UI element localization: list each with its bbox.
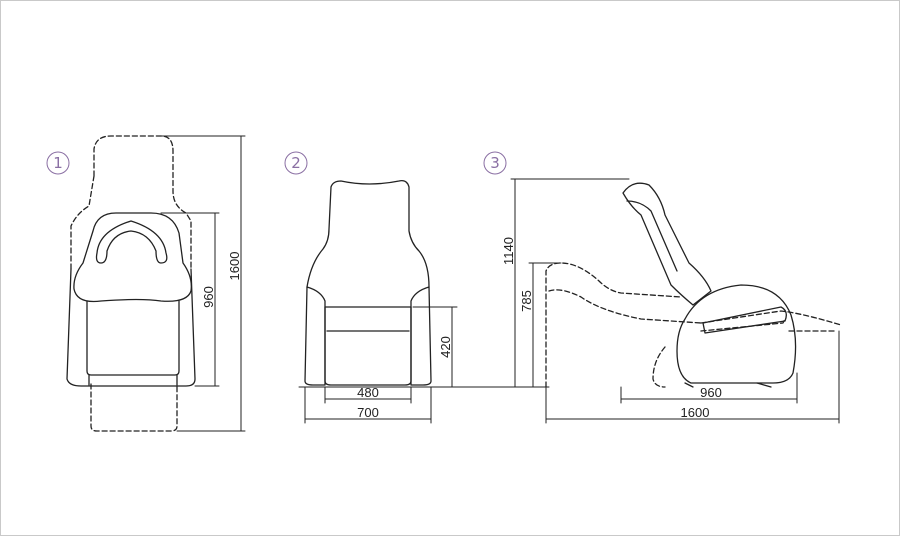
- view-3-label-785: 785: [519, 290, 534, 312]
- view-2-label-480: 480: [357, 385, 379, 400]
- view-3-seat-shell: [676, 284, 797, 384]
- view-2-dim-420: 420: [298, 306, 550, 388]
- view-2-badge: 2: [284, 151, 308, 175]
- view-3-number: 3: [490, 154, 500, 172]
- view-2-backrest: [306, 179, 430, 288]
- view-3-base-right: [756, 382, 772, 388]
- view-2-right-arm: [410, 286, 432, 386]
- view-2-label-700: 700: [357, 405, 379, 420]
- view-1-seat: [86, 300, 180, 376]
- view-1-dim-1600: 1600: [160, 135, 246, 432]
- view-3-backrest-inner: [626, 200, 678, 272]
- view-3-badge: 3: [483, 151, 507, 175]
- view-2-dim-480: 480: [324, 385, 412, 404]
- view-2-front: 2 420 480 700: [284, 151, 550, 424]
- view-1-dim-960: 960: [160, 212, 220, 387]
- view-1-label-960: 960: [201, 286, 216, 308]
- view-1-badge: 1: [46, 151, 70, 175]
- view-1-number: 1: [53, 154, 63, 172]
- view-1-reclined-outline: [70, 135, 192, 432]
- view-2-seat: [324, 306, 412, 386]
- view-3-backrest: [622, 182, 712, 306]
- view-2-dim-700: 700: [304, 386, 432, 424]
- view-3-label-1600: 1600: [681, 405, 710, 420]
- view-3-base-left: [684, 382, 694, 388]
- view-2-number: 2: [291, 154, 301, 172]
- view-2-label-420: 420: [438, 336, 453, 358]
- view-3-dim-1140: 1140: [501, 178, 630, 388]
- view-1-chair-body: [66, 268, 196, 387]
- view-3-reclined-outline: [545, 262, 842, 388]
- view-1-label-1600: 1600: [227, 252, 242, 281]
- view-2-left-arm: [304, 286, 326, 386]
- view-1-backrest: [73, 212, 192, 303]
- view-3-label-960: 960: [700, 385, 722, 400]
- view-3-dim-1600: 1600: [545, 330, 840, 424]
- view-3-armrest: [702, 306, 787, 334]
- view-1-headrest: [95, 220, 168, 264]
- view-1-top: 1 960 1600: [46, 135, 246, 432]
- view-3-dim-785: 785: [519, 262, 562, 388]
- view-3-label-1140: 1140: [501, 237, 516, 265]
- view-3-dim-960: 960: [620, 372, 798, 404]
- view-3-side: 3 1140 785 960 160: [483, 151, 842, 424]
- view-1-footrest-edge: [88, 374, 178, 386]
